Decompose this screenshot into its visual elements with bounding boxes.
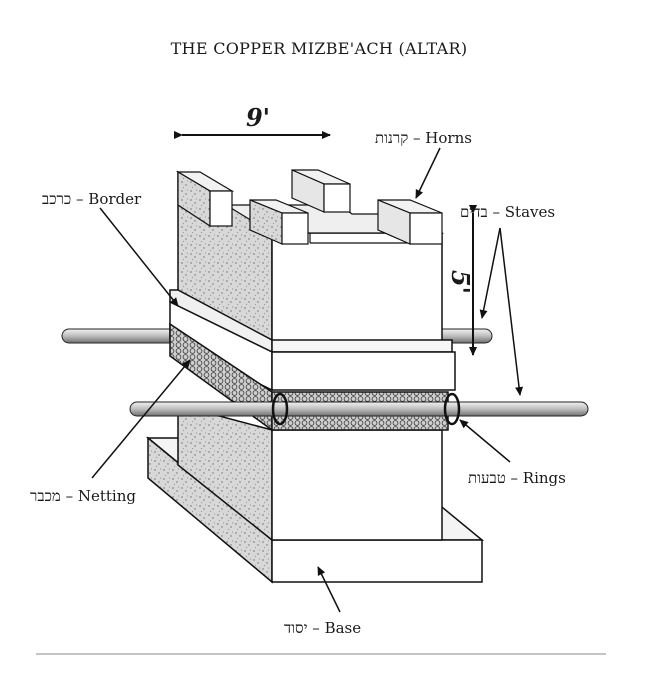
horn-back-right bbox=[291, 169, 351, 213]
staves-label: בדים – Staves bbox=[460, 203, 555, 221]
rings-leader bbox=[459, 419, 511, 463]
height-dimension: 5' bbox=[446, 205, 477, 356]
height-label: 5' bbox=[446, 270, 475, 294]
width-label: 9' bbox=[246, 103, 270, 132]
horn-front-right bbox=[377, 199, 443, 245]
diagram-title: THE COPPER MIZBE'ACH (ALTAR) bbox=[171, 39, 468, 58]
horns-label: קרנות – Horns bbox=[375, 129, 472, 147]
ring-right bbox=[443, 392, 461, 426]
horn-back-left bbox=[175, 170, 235, 228]
ring-left bbox=[271, 392, 289, 426]
base-leader bbox=[317, 566, 341, 613]
rings-label: טבעות – Rings bbox=[468, 469, 566, 487]
altar-lower-body bbox=[177, 404, 443, 542]
base-label: יסוד – Base bbox=[284, 619, 361, 637]
netting-label: מכבר – Netting bbox=[30, 487, 136, 505]
lower-stave bbox=[129, 401, 589, 417]
border-leader bbox=[99, 207, 179, 307]
netting-leader bbox=[91, 359, 191, 479]
staves-leader-lower bbox=[499, 227, 524, 396]
border-label: כרכב – Border bbox=[42, 190, 142, 208]
staves-leader-upper bbox=[479, 227, 501, 319]
horn-front-left bbox=[249, 199, 309, 245]
altar-border bbox=[169, 289, 456, 392]
horns-leader bbox=[415, 147, 441, 199]
width-dimension: 9' bbox=[174, 103, 331, 139]
